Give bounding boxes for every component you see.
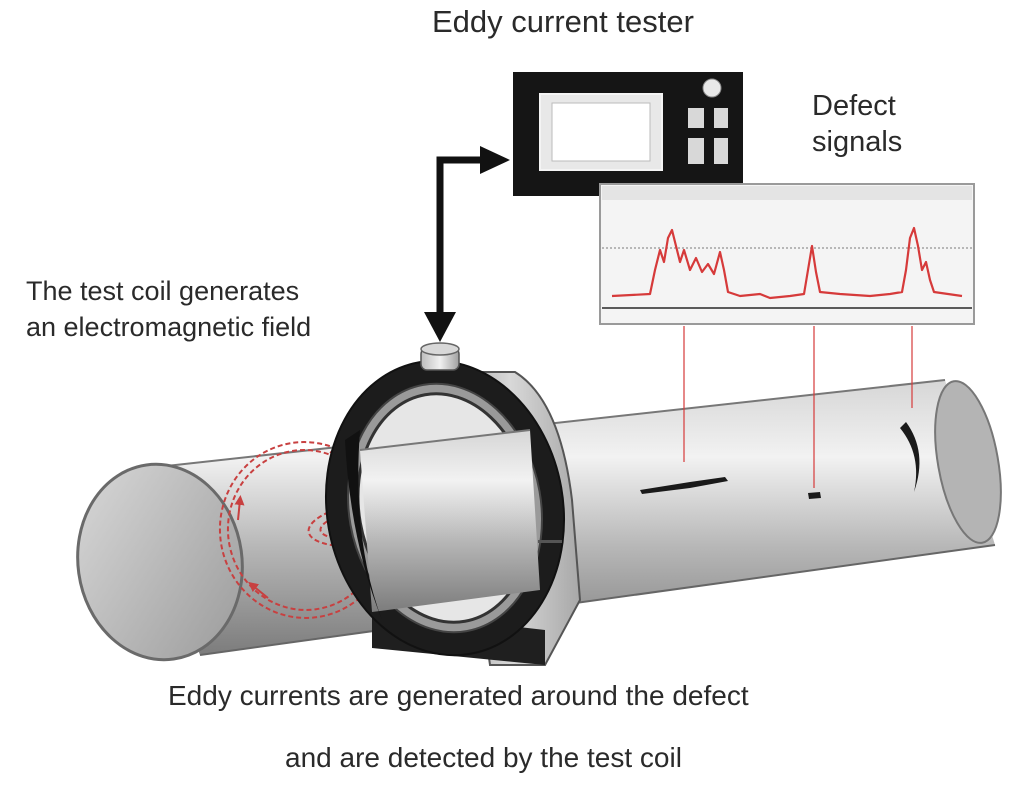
tester-button-bottom-2 [714, 138, 728, 164]
signal-panel-shade [602, 186, 972, 200]
tester-button-top-2 [714, 108, 728, 128]
eddy-arrow-left [234, 495, 245, 521]
defect-long-crack [640, 477, 728, 494]
tester-device [513, 72, 743, 196]
tester-title: Eddy current tester [432, 4, 694, 39]
tester-knob [702, 78, 722, 98]
signal-panel [599, 183, 975, 488]
coil-front-lip [345, 430, 382, 620]
caption-line2: and are detected by the test coil [285, 742, 682, 773]
test-coil [324, 342, 582, 666]
pipe-far-end [934, 380, 1002, 544]
pipe-edge-bottom [199, 544, 996, 656]
arrow-icon [424, 146, 510, 342]
signal-panel-frame [599, 183, 975, 325]
defect-circumferential-crack [900, 422, 920, 492]
eddy-arrow-bottom [248, 581, 269, 599]
defect-signals-label-line2: signals [812, 126, 903, 158]
arrow-head-right [480, 146, 510, 174]
pipe-through-coil-top-edge [359, 429, 531, 451]
coil-label-line2: an electromagnetic field [26, 312, 312, 342]
cable-line [436, 156, 482, 318]
pipe-near-end [76, 462, 244, 662]
tester-button-bottom [688, 138, 704, 164]
coil-connector-top [420, 342, 460, 356]
coil-label-line1: The test coil generates [26, 276, 300, 306]
defect-signal-trace [611, 226, 963, 300]
caption-line1: Eddy currents are generated around the d… [168, 680, 749, 711]
tester-screen [551, 102, 651, 162]
arrow-head-down [424, 312, 456, 342]
defect-small-pit [808, 492, 821, 499]
defect-signals-label-line1: Defect [812, 90, 896, 122]
pipe-through-coil [360, 430, 540, 612]
coil-housing-slot [538, 540, 562, 543]
tester-button-top [688, 108, 704, 128]
